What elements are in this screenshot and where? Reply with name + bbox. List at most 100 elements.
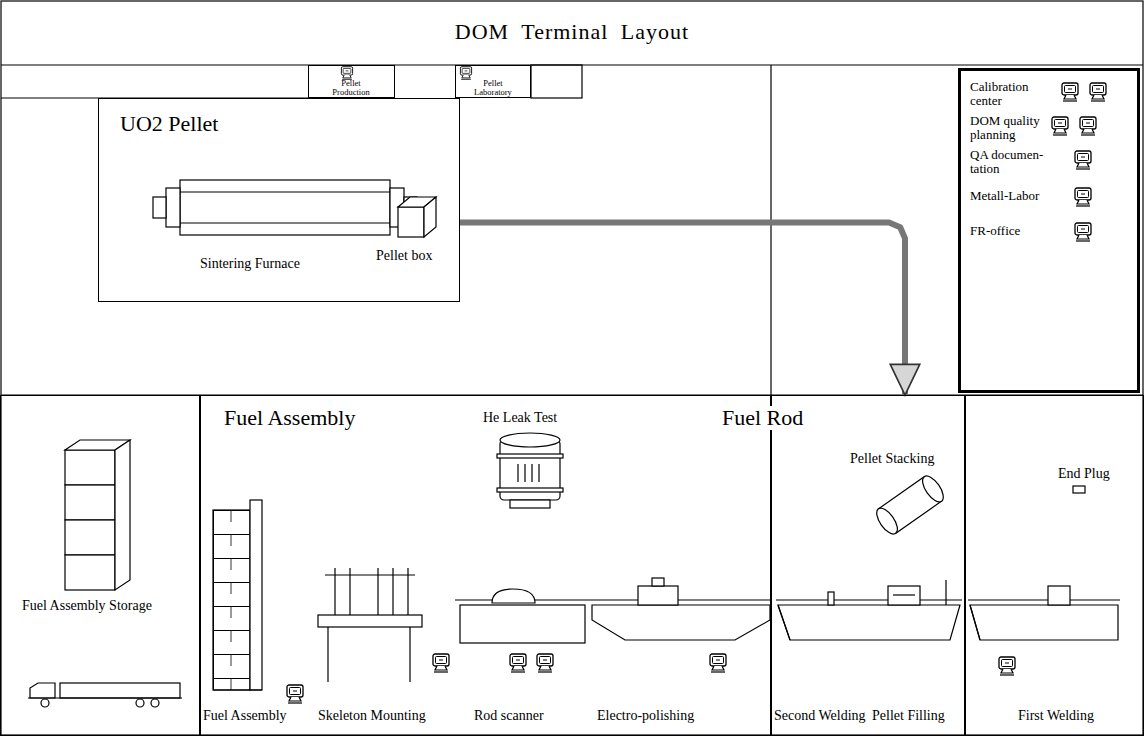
table-leg xyxy=(409,627,410,682)
machine-box xyxy=(638,586,678,605)
table-post xyxy=(334,568,335,615)
conveyor-line xyxy=(776,599,962,600)
production-area: Pellet StackingSecond WeldingPellet Fill… xyxy=(771,395,965,736)
sintering-furnace xyxy=(153,180,417,235)
vessel-bar xyxy=(524,464,525,482)
production-area: End PlugFirst Welding xyxy=(965,395,1144,736)
station-label: Fuel Assembly Storage xyxy=(22,598,152,613)
station-label: End Plug xyxy=(1058,466,1110,481)
first-welding-machine xyxy=(968,586,1120,640)
terminal-icon xyxy=(710,654,726,672)
stack-box xyxy=(65,450,115,485)
furnace-line xyxy=(180,222,390,223)
conveyor-line xyxy=(968,599,1120,600)
empty-room xyxy=(531,65,582,98)
station-label: Fuel Assembly xyxy=(203,708,287,723)
diagram-title: DOM Terminal Layout xyxy=(455,20,689,44)
station-label: Pellet Laboratory xyxy=(467,79,519,96)
room-divider xyxy=(770,65,771,395)
vessel-flange xyxy=(497,488,563,492)
he-leak-test-vessel xyxy=(497,433,563,508)
conveyor-line xyxy=(590,599,770,600)
terminal-icon xyxy=(1075,188,1091,206)
truck xyxy=(28,683,182,707)
scanner-table xyxy=(460,605,585,643)
station-label: He Leak Test xyxy=(483,410,557,425)
table-top xyxy=(318,615,422,627)
pellet-box-cube xyxy=(398,197,436,237)
terminal-icon xyxy=(1075,223,1091,241)
storage-area: Fuel Assembly Storage xyxy=(0,395,200,736)
office-panel: Calibration centerDOM quality planningQA… xyxy=(958,68,1140,393)
station-label: Pellet Production xyxy=(325,79,377,96)
area-heading: Fuel Assembly xyxy=(224,406,355,430)
stack-side xyxy=(115,440,130,590)
truck-wheel xyxy=(136,699,144,707)
terminal-icon xyxy=(1052,117,1068,135)
terminal-icon xyxy=(1075,151,1091,169)
table-post xyxy=(407,568,408,615)
terminal-icon xyxy=(999,657,1015,675)
terminal-icon xyxy=(287,685,303,703)
flow-arrow xyxy=(460,222,905,395)
machine-top xyxy=(652,578,664,586)
terminal-icon xyxy=(341,67,352,80)
machine-edge xyxy=(970,605,980,640)
electro-polishing-machine xyxy=(590,578,770,640)
welder-head xyxy=(1048,586,1070,605)
area-heading: UO2 Pellet xyxy=(120,112,218,136)
terminal-icons xyxy=(287,67,1106,703)
terminal-room: Pellet Laboratory xyxy=(455,65,531,98)
table-bar xyxy=(325,574,415,575)
stack-box xyxy=(65,485,115,520)
station-label: Electro-polishing xyxy=(597,708,694,723)
stack-box xyxy=(65,520,115,555)
station-label: DOM quality planning xyxy=(970,114,1046,143)
truck-chassis xyxy=(28,697,182,698)
end-plug-part xyxy=(1073,486,1085,493)
table-post xyxy=(349,568,350,615)
terminal-icon xyxy=(1080,117,1096,135)
vessel-lid xyxy=(500,433,560,447)
vessel-bar xyxy=(517,464,518,482)
production-area: Fuel AssemblyHe Leak TestFuel AssemblySk… xyxy=(200,395,771,736)
station-label: FR-office xyxy=(970,224,1020,238)
table-post xyxy=(392,568,393,615)
vessel-stand xyxy=(510,500,550,508)
cube-side xyxy=(424,197,436,237)
welder-head xyxy=(828,592,834,605)
station-label: Rod scanner xyxy=(474,708,544,723)
vessel-bar xyxy=(531,464,532,482)
terminal-icon xyxy=(433,654,449,672)
station-label: Calibration center xyxy=(970,80,1054,109)
vessel-bar xyxy=(538,464,539,482)
stack-box xyxy=(65,555,115,590)
terminal-icon xyxy=(537,654,553,672)
station-label: Pellet Filling xyxy=(872,708,945,723)
welding-filling-machine xyxy=(776,580,962,640)
truck-wheel xyxy=(151,699,159,707)
rod-scanner xyxy=(455,589,590,643)
production-area: UO2 PelletSintering FurnacePellet box xyxy=(98,98,460,302)
vessel-flange xyxy=(497,454,563,458)
scanner-dome xyxy=(492,589,535,603)
machine-base xyxy=(970,605,1118,640)
machine-post xyxy=(945,580,946,605)
station-label: Sintering Furnace xyxy=(200,256,300,271)
furnace-flange xyxy=(166,188,180,227)
truck-cab xyxy=(30,683,55,698)
fuel-assembly-rack xyxy=(213,500,262,690)
filling-slot xyxy=(893,594,915,595)
terminal-icon xyxy=(510,654,526,672)
storage-stack xyxy=(65,440,130,590)
cube-front xyxy=(398,207,424,237)
station-label: Metall-Labor xyxy=(970,189,1039,203)
filling-box xyxy=(888,586,920,605)
area-heading: Fuel Rod xyxy=(720,406,805,430)
terminal-icon xyxy=(1062,83,1078,101)
